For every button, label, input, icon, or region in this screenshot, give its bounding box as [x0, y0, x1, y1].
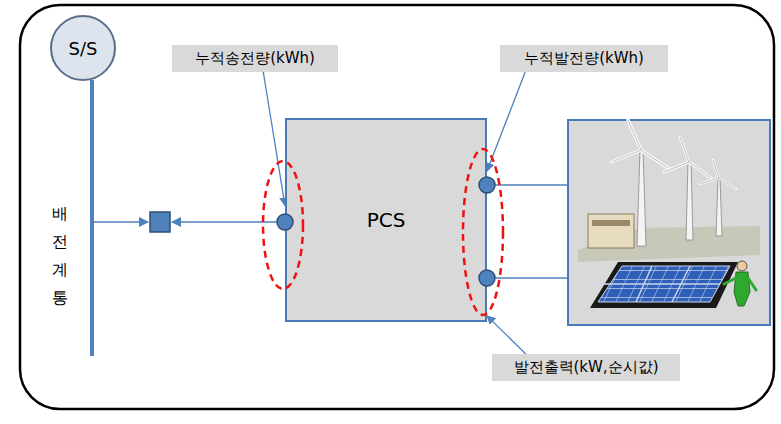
- terminal-dot: [277, 214, 293, 230]
- pcs-to-meter-line: [172, 221, 278, 223]
- outer-border: [20, 5, 774, 409]
- terminal-dot: [479, 270, 495, 286]
- grid-label: 배전계통: [52, 200, 68, 312]
- terminal-dot: [479, 177, 495, 193]
- node-text: PCS: [367, 208, 406, 232]
- callout-box: 누적발전량(kWh): [500, 45, 668, 72]
- callout-arrow: [487, 72, 525, 171]
- callout-box: 발전출력(kW,순시값): [492, 354, 680, 381]
- measure-ellipse: [263, 161, 303, 289]
- pcs-box: PCS: [285, 118, 487, 322]
- meter-square: [150, 212, 170, 232]
- callout-arrow: [487, 316, 526, 354]
- generation-illustration: [568, 120, 770, 325]
- wind-line: [495, 184, 568, 186]
- node-text: 누적송전량(kWh): [195, 49, 315, 68]
- measure-ellipse: [463, 149, 503, 315]
- node-text: S/S: [69, 38, 98, 59]
- distribution-bus: [90, 80, 94, 356]
- substation-circle: S/S: [50, 15, 116, 81]
- callout-box: 누적송전량(kWh): [172, 45, 338, 72]
- bus-to-meter-line: [94, 221, 148, 223]
- node-text: 발전출력(kW,순시값): [514, 358, 659, 377]
- callout-arrow: [263, 72, 285, 206]
- solar-line: [495, 277, 568, 279]
- node-text: 누적발전량(kWh): [524, 49, 644, 68]
